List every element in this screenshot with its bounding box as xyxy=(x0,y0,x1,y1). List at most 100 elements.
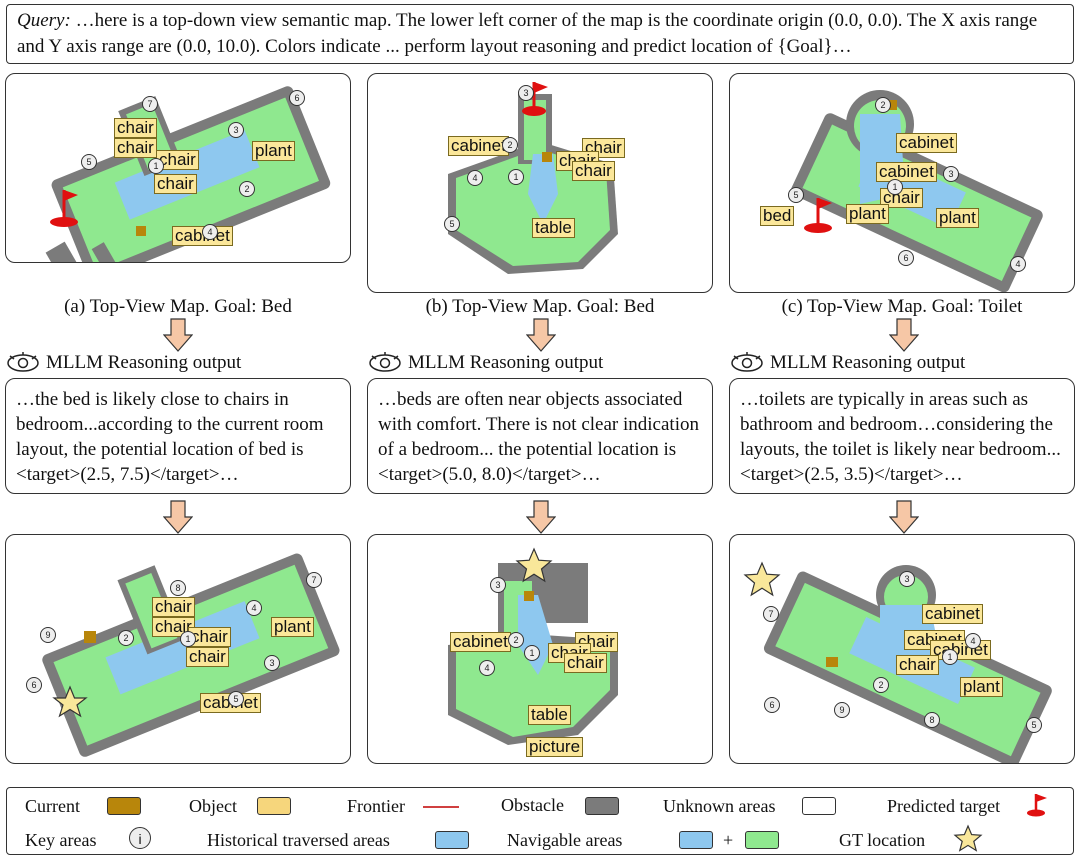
map-a-bottom: chair chair chair chair plant cabinet 1 … xyxy=(5,534,351,764)
object-swatch xyxy=(257,797,291,815)
map-a-top: chair chair chair chair plant cabinet 1 … xyxy=(5,73,351,263)
object-label: table xyxy=(528,705,571,725)
key-area-marker: 4 xyxy=(965,633,981,649)
key-area-marker: 4 xyxy=(246,600,262,616)
key-area-marker: 4 xyxy=(467,170,483,186)
gt-star-icon xyxy=(953,824,983,852)
key-area-marker: 8 xyxy=(170,580,186,596)
key-area-marker: 1 xyxy=(148,158,164,174)
key-area-marker: 2 xyxy=(118,630,134,646)
object-label: plant xyxy=(252,141,295,161)
eye-brain-icon xyxy=(730,352,764,374)
key-area-marker: 2 xyxy=(508,632,524,648)
object-label: bed xyxy=(760,206,794,226)
output-box-c: …toilets are typically in areas such as … xyxy=(729,378,1075,494)
legend-obstacle-label: Obstacle xyxy=(501,795,564,816)
key-area-marker: 3 xyxy=(228,122,244,138)
key-area-marker: 1 xyxy=(887,179,903,195)
object-label: plant xyxy=(936,208,979,228)
navigable-green-swatch xyxy=(745,831,779,849)
key-area-marker: 4 xyxy=(1010,256,1026,272)
query-prefix: Query: xyxy=(17,10,71,31)
key-area-marker: 6 xyxy=(26,677,42,693)
key-area-marker: 8 xyxy=(924,712,940,728)
navigable-blue-swatch xyxy=(679,831,713,849)
predicted-target-icon xyxy=(1025,792,1051,818)
key-area-marker: 7 xyxy=(142,96,158,112)
map-b-top: cabinet chair chair chair table 1 2 3 4 … xyxy=(367,73,713,293)
eye-brain-icon xyxy=(368,352,402,374)
unknown-swatch xyxy=(802,797,836,815)
arrow-down-icon xyxy=(526,500,556,534)
query-text: …here is a top-down view semantic map. T… xyxy=(17,10,1037,57)
object-label: plant xyxy=(960,677,1003,697)
arrow-down-icon xyxy=(163,318,193,352)
map-b-top-drawing xyxy=(368,74,713,293)
frontier-line-icon xyxy=(423,806,459,808)
map-b-bottom-drawing xyxy=(368,535,713,764)
map-c-bottom-drawing xyxy=(730,535,1075,764)
object-label: cabinet xyxy=(448,136,509,156)
key-area-marker: 3 xyxy=(264,655,280,671)
current-swatch xyxy=(107,797,141,815)
historical-swatch xyxy=(435,831,469,849)
key-area-marker: 1 xyxy=(524,645,540,661)
key-area-marker: 2 xyxy=(875,97,891,113)
legend-key-label: Key areas xyxy=(25,830,96,851)
object-label: cabinet xyxy=(922,604,983,624)
output-title-text: MLLM Reasoning output xyxy=(46,352,241,374)
object-label: cabinet xyxy=(896,133,957,153)
key-area-marker: 9 xyxy=(40,627,56,643)
key-area-marker: 5 xyxy=(444,216,460,232)
key-area-marker: 6 xyxy=(898,250,914,266)
legend-historical-label: Historical traversed areas xyxy=(207,830,390,851)
info-icon-glyph: i xyxy=(138,831,141,847)
object-label: cabinet xyxy=(930,640,991,660)
object-label: plant xyxy=(846,204,889,224)
object-label: cabinet xyxy=(876,162,937,182)
object-label: cabinet xyxy=(450,632,511,652)
caption-b: (b) Top-View Map. Goal: Bed xyxy=(365,296,715,318)
object-label: chair xyxy=(154,174,197,194)
arrow-down-icon xyxy=(163,500,193,534)
eye-brain-icon xyxy=(6,352,40,374)
legend-plus: + xyxy=(723,830,733,851)
legend-unknown-label: Unknown areas xyxy=(663,796,775,817)
object-label: table xyxy=(532,218,575,238)
legend-navigable-label: Navigable areas xyxy=(507,830,622,851)
object-label: chair xyxy=(896,655,939,675)
object-label: chair xyxy=(152,597,195,617)
map-c-bottom: cabinet cabinet cabinet chair plant 1 2 … xyxy=(729,534,1075,764)
object-label: chair xyxy=(564,653,607,673)
output-title-c: MLLM Reasoning output xyxy=(730,352,965,374)
query-box: Query: …here is a top-down view semantic… xyxy=(6,4,1074,64)
key-area-marker: 1 xyxy=(180,631,196,647)
key-area-marker: 9 xyxy=(834,702,850,718)
map-c-top: cabinet cabinet chair plant plant bed 1 … xyxy=(729,73,1075,293)
key-area-marker: 5 xyxy=(788,187,804,203)
key-area-marker: 7 xyxy=(306,572,322,588)
key-area-marker: 2 xyxy=(873,677,889,693)
gt-star-icon xyxy=(745,563,779,595)
key-area-marker: 2 xyxy=(239,181,255,197)
key-area-marker: 6 xyxy=(764,697,780,713)
caption-a: (a) Top-View Map. Goal: Bed xyxy=(3,296,353,318)
output-box-a: …the bed is likely close to chairs in be… xyxy=(5,378,351,494)
key-area-marker: 7 xyxy=(763,606,779,622)
key-area-marker: 2 xyxy=(502,137,518,153)
key-area-marker: 1 xyxy=(942,649,958,665)
key-area-marker: 6 xyxy=(289,90,305,106)
output-title-text: MLLM Reasoning output xyxy=(770,352,965,374)
map-b-bottom: cabinet chair chair chair table picture … xyxy=(367,534,713,764)
output-box-b: …beds are often near objects associated … xyxy=(367,378,713,494)
object-label: chair xyxy=(186,647,229,667)
object-label: chair xyxy=(572,161,615,181)
key-area-marker: 5 xyxy=(81,154,97,170)
predicted-target-icon xyxy=(804,198,832,233)
key-area-marker: 3 xyxy=(899,571,915,587)
object-label: plant xyxy=(271,617,314,637)
arrow-down-icon xyxy=(889,318,919,352)
map-a-bottom-drawing xyxy=(6,535,351,764)
key-area-marker: 3 xyxy=(943,166,959,182)
output-title-text: MLLM Reasoning output xyxy=(408,352,603,374)
